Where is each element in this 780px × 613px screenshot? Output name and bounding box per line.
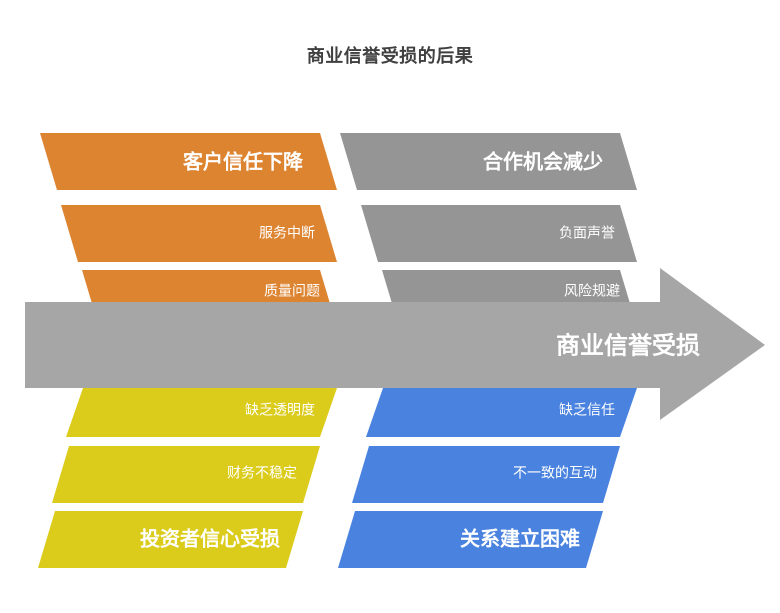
chevron-label: 缺乏透明度 [245, 402, 315, 418]
chevron-item-partnership-2[interactable]: 负面声誉 [361, 205, 637, 262]
group-investor-impact: 缺乏透明度 财务不稳定 投资者信心受损 [38, 388, 337, 568]
arrow-shape [25, 268, 765, 420]
chevron-label: 关系建立困难 [460, 526, 580, 550]
chevron-item-relationship-2[interactable]: 不一致的互动 [352, 446, 620, 503]
page-title: 商业信誉受损的后果 [306, 46, 474, 66]
chevron-shape [66, 388, 337, 437]
chevron-label: 负面声誉 [559, 225, 615, 241]
chevron-shape [40, 133, 337, 190]
chevron-item-investor-3[interactable]: 投资者信心受损 [38, 511, 303, 568]
chevron-label: 客户信任下降 [182, 149, 304, 173]
chevron-item-relationship-3[interactable]: 关系建立困难 [338, 511, 603, 568]
chevron-item-relationship-1[interactable]: 缺乏信任 [366, 388, 637, 437]
chevron-label: 不一致的互动 [513, 465, 597, 481]
chevron-item-investor-1[interactable]: 缺乏透明度 [66, 388, 337, 437]
arrow-label: 商业信誉受损 [556, 331, 700, 359]
chevron-label: 投资者信心受损 [140, 526, 280, 550]
group-customer-impact: 客户信任下降 服务中断 质量问题 [40, 133, 337, 327]
chevron-shape [361, 205, 637, 262]
group-partnership-impact: 合作机会减少 负面声誉 风险规避 [340, 133, 637, 327]
chevron-shape [366, 388, 637, 437]
central-arrow[interactable]: 商业信誉受损 [25, 268, 765, 420]
chevron-label: 合作机会减少 [483, 149, 603, 173]
chevron-shape [338, 511, 603, 568]
chevron-shape [61, 205, 337, 262]
chevron-label: 缺乏信任 [559, 402, 615, 418]
chevron-label: 服务中断 [259, 225, 315, 241]
chevron-shape [52, 446, 320, 503]
chevron-item-partnership-1[interactable]: 合作机会减少 [340, 133, 637, 190]
group-relationship-impact: 缺乏信任 不一致的互动 关系建立困难 [338, 388, 637, 568]
chevron-item-investor-2[interactable]: 财务不稳定 [52, 446, 320, 503]
chevron-label: 财务不稳定 [227, 465, 297, 481]
chevron-label: 质量问题 [264, 283, 320, 299]
chevron-shape [340, 133, 637, 190]
chevron-item-customer-2[interactable]: 服务中断 [61, 205, 337, 262]
chevron-shape [38, 511, 303, 568]
chevron-label: 风险规避 [564, 283, 620, 299]
chevron-shape [352, 446, 620, 503]
chevron-item-customer-1[interactable]: 客户信任下降 [40, 133, 337, 190]
